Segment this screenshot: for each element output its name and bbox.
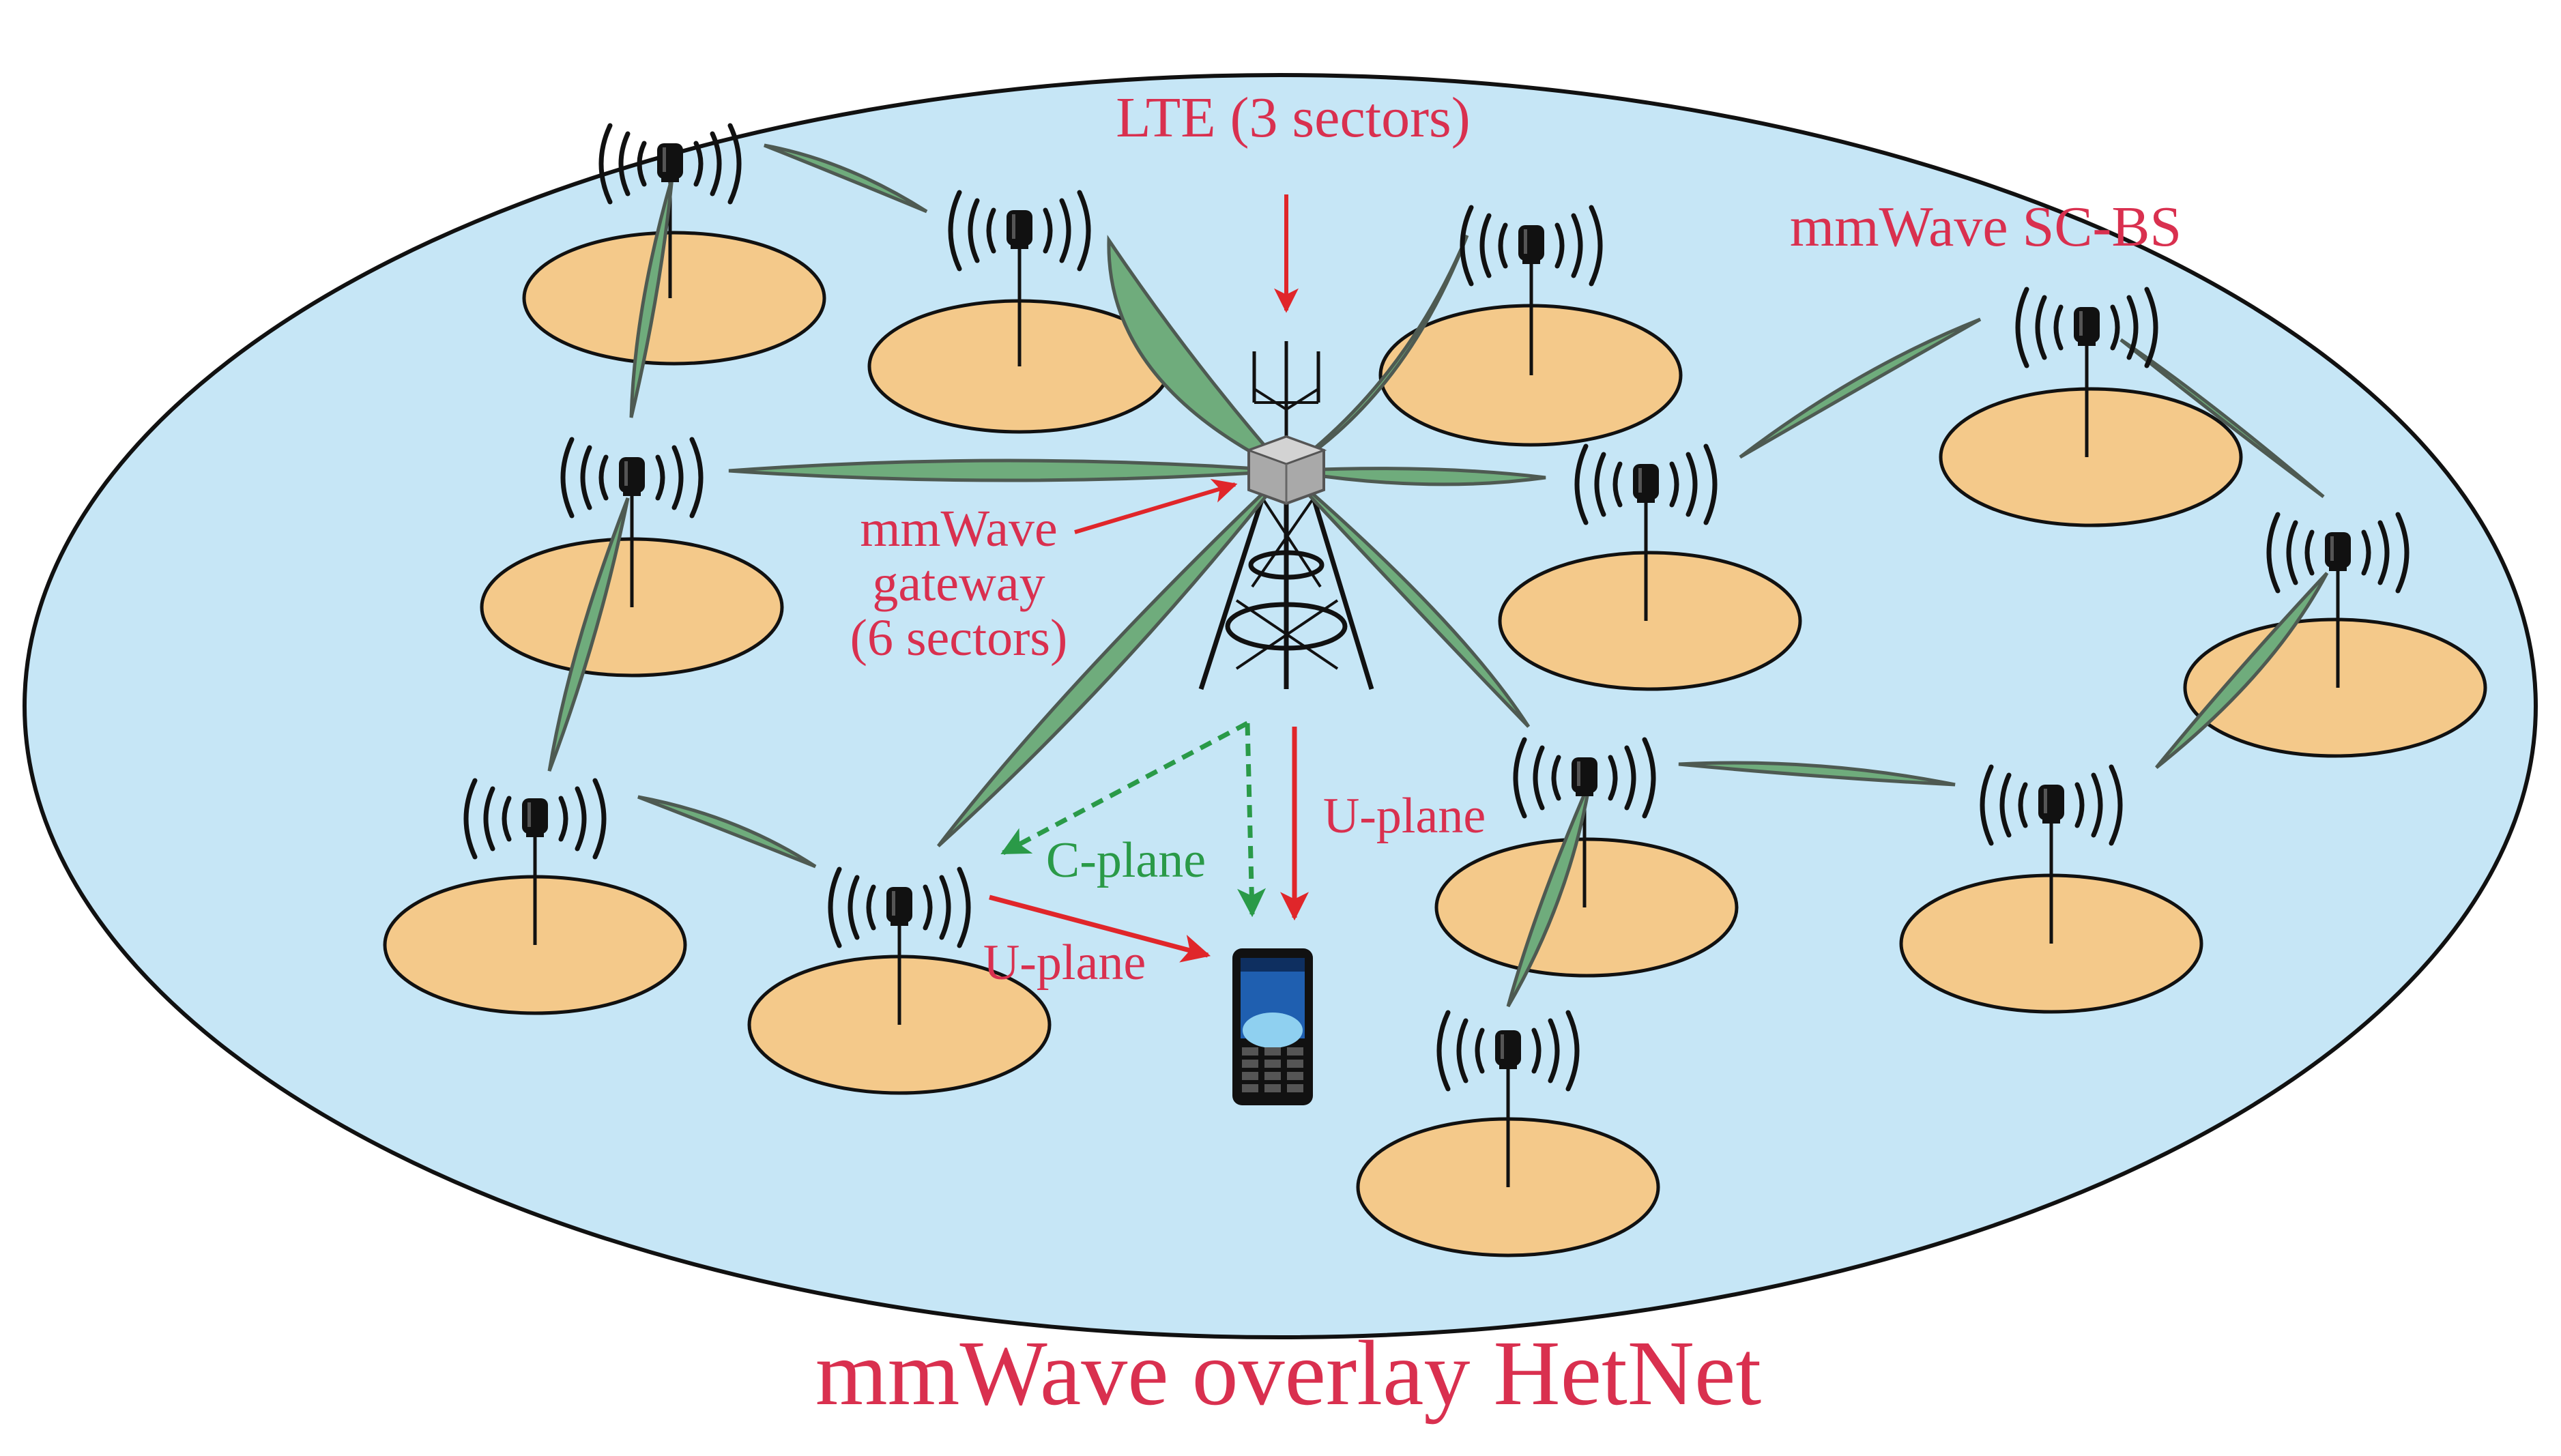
gateway-label-line3: (6 sectors) <box>850 609 1068 667</box>
backhaul-beam <box>637 795 817 869</box>
mobile-phone-icon <box>1232 948 1313 1105</box>
gateway-beam <box>1285 235 1469 473</box>
diagram-labels: LTE (3 sectors) mmWave SC-BS mmWave gate… <box>815 86 2182 1425</box>
lte-label: LTE (3 sectors) <box>1116 86 1470 149</box>
c-plane-path-to-ue <box>1237 723 1267 918</box>
u-plane-gateway-label: U-plane <box>1323 788 1486 844</box>
mmwave-beams <box>547 143 2329 1008</box>
backhaul-beam <box>2155 572 2329 769</box>
macro-coverage-area <box>23 73 2538 1339</box>
gateway-box <box>1245 435 1327 506</box>
backhaul-beam <box>1678 761 1956 787</box>
gateway-beam <box>1107 235 1288 473</box>
sc-bs-label: mmWave SC-BS <box>1790 195 2182 259</box>
backhaul-beam <box>629 177 674 418</box>
small-cell-area <box>1939 387 2243 527</box>
annotation-arrows <box>989 194 1309 963</box>
backhaul-beam <box>1506 781 1592 1008</box>
antenna-masts <box>533 164 2340 1187</box>
small-cell-area <box>1498 551 1802 691</box>
gateway-beam <box>728 458 1287 482</box>
small-cell-area <box>1434 837 1739 978</box>
gateway-pointer-arrow <box>1074 478 1238 534</box>
diagram-title: mmWave overlay HetNet <box>815 1322 1761 1425</box>
backhaul-beam <box>547 497 630 772</box>
u-plane-smallcell-arrow <box>989 894 1211 963</box>
gateway-beam <box>937 469 1288 847</box>
backhaul-beam <box>764 143 928 214</box>
gateway-beam <box>1286 467 1546 486</box>
gateway-label-line1: mmWave <box>860 500 1057 557</box>
u-plane-smallcell-label: U-plane <box>983 935 1146 991</box>
gateway-beam <box>1285 469 1531 728</box>
c-plane-path <box>1000 720 1249 856</box>
gateway-label-line2: gateway <box>872 555 1045 612</box>
backhaul-beam <box>2119 338 2325 499</box>
lattice-tower-icon <box>1198 341 1374 690</box>
small-cell-area <box>522 231 826 366</box>
backhaul-beam <box>1739 317 1982 459</box>
c-plane-label: C-plane <box>1046 832 1206 888</box>
